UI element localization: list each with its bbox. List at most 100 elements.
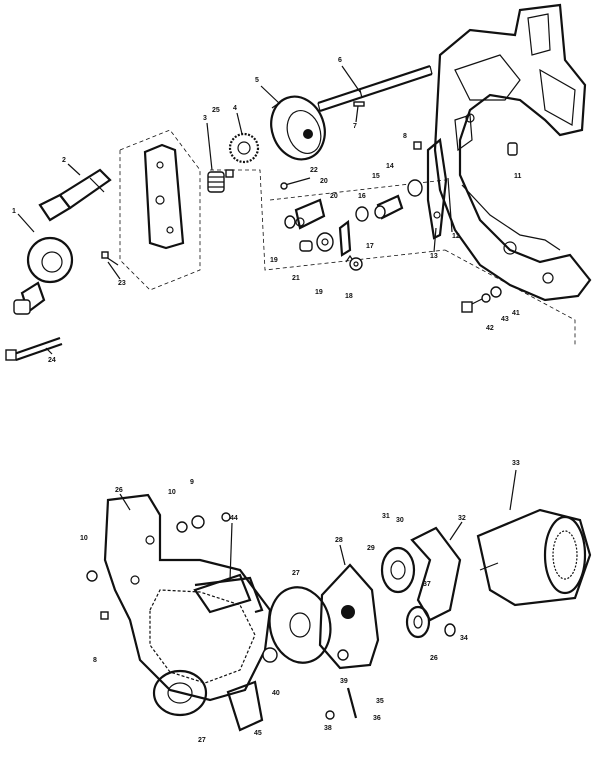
callout-15: 15 [372, 173, 380, 180]
dashed-frame [119, 129, 576, 345]
screw-23 [101, 251, 119, 266]
drive-belt [410, 526, 462, 622]
mount-bracket [193, 573, 252, 614]
collar-20 [316, 232, 334, 252]
callout-38: 38 [324, 725, 332, 732]
callout-37: 37 [423, 581, 431, 588]
callout-9: 9 [190, 479, 194, 486]
shaft [317, 64, 433, 113]
callout-34: 34 [460, 635, 468, 642]
callout-35: 35 [376, 698, 384, 705]
washer-10 [176, 521, 188, 533]
dowel-pin-11 [507, 142, 518, 156]
screw-8b [100, 611, 109, 620]
callout-43: 43 [501, 316, 509, 323]
callout-13: 13 [430, 253, 438, 260]
bracket-plate [426, 137, 448, 240]
motor-mount-plate [318, 563, 380, 670]
pin-22 [280, 177, 311, 190]
clamp-46 [226, 680, 264, 732]
callout-14: 14 [386, 163, 394, 170]
callout-26b: 26 [430, 655, 438, 662]
mounting-plate [143, 143, 185, 250]
long-bolt [5, 336, 63, 362]
disc-27 [268, 586, 332, 664]
leader-lines [17, 65, 517, 581]
callout-3: 3 [203, 115, 207, 122]
pulley-26 [405, 605, 431, 639]
callout-6: 6 [338, 57, 342, 64]
callout-41: 41 [512, 310, 520, 317]
spacer-16 [355, 206, 369, 222]
washer-9 [191, 515, 205, 529]
callout-5: 5 [255, 77, 259, 84]
bolt-35 [346, 687, 358, 719]
callout-16: 16 [358, 193, 366, 200]
roller-21 [299, 240, 313, 252]
callout-12: 12 [452, 233, 460, 240]
motor [476, 508, 592, 607]
key-7 [353, 101, 365, 107]
callout-27b: 27 [198, 737, 206, 744]
pulley-30 [380, 546, 416, 594]
callout-20b: 20 [320, 178, 328, 185]
gear-13 [407, 179, 423, 197]
housing-casting [433, 3, 592, 302]
callout-30: 30 [396, 517, 404, 524]
nut-11 [86, 570, 98, 582]
callout-44: 44 [230, 515, 238, 522]
callout-19: 19 [270, 257, 278, 264]
hex-bolt-42 [461, 297, 485, 313]
screw-8 [413, 141, 422, 150]
sprocket-gear [228, 132, 260, 164]
callout-32: 32 [458, 515, 466, 522]
callout-17: 17 [366, 243, 374, 250]
callout-33: 33 [512, 460, 520, 467]
callout-29: 29 [367, 545, 375, 552]
callout-1: 1 [12, 208, 16, 215]
crank-handle [38, 168, 112, 222]
callout-7: 7 [353, 123, 357, 130]
bearing-race [152, 669, 208, 717]
callout-labels: 1 2 3 4 5 6 7 8 11 12 13 14 15 16 17 18 … [12, 57, 522, 744]
callout-10b: 10 [80, 535, 88, 542]
callout-24: 24 [48, 357, 56, 364]
callout-26: 26 [115, 487, 123, 494]
gear-cover [270, 95, 326, 161]
callout-36: 36 [373, 715, 381, 722]
washer-19 [284, 215, 296, 229]
callout-45: 45 [254, 730, 262, 737]
callout-23: 23 [118, 280, 126, 287]
bushing-15 [374, 194, 404, 220]
callout-39: 39 [340, 678, 348, 685]
callout-20: 20 [330, 193, 338, 200]
washer-41 [490, 286, 502, 298]
spacer-34 [444, 623, 456, 637]
callout-19b: 19 [315, 289, 323, 296]
nut-36 [325, 710, 335, 720]
callout-42: 42 [486, 325, 494, 332]
nut-46 [221, 512, 231, 522]
callout-8b: 8 [93, 657, 97, 664]
nut-18 [349, 257, 363, 271]
lever-17 [338, 219, 352, 257]
callout-25: 25 [212, 107, 220, 114]
callout-22: 22 [310, 167, 318, 174]
callout-28: 28 [335, 537, 343, 544]
callout-8: 8 [403, 133, 407, 140]
callout-31: 31 [382, 513, 390, 520]
callout-21: 21 [292, 275, 300, 282]
washer-43 [481, 293, 491, 303]
callout-11: 11 [514, 173, 522, 180]
callout-2: 2 [62, 157, 66, 164]
callout-27: 27 [292, 570, 300, 577]
callout-10: 10 [168, 489, 176, 496]
adjusting-knob [13, 236, 74, 315]
pinion-gear [207, 169, 234, 193]
callout-18: 18 [345, 293, 353, 300]
callout-4: 4 [233, 105, 237, 112]
bushing-40 [262, 647, 278, 663]
link-arm [294, 198, 326, 230]
callout-40: 40 [272, 690, 280, 697]
